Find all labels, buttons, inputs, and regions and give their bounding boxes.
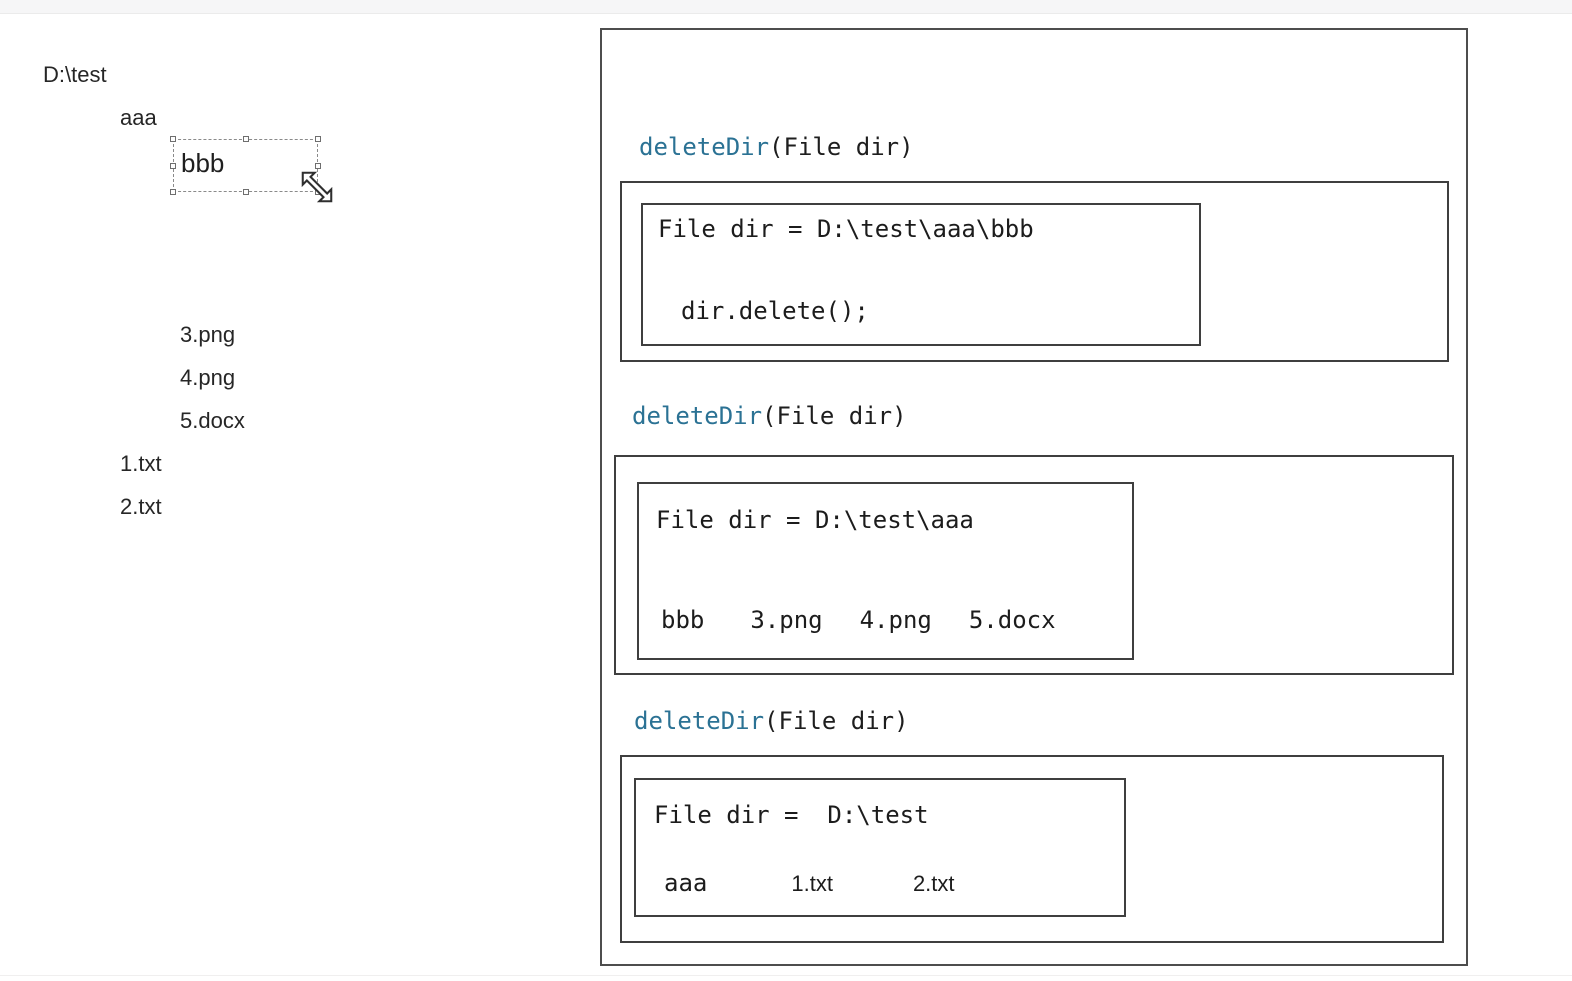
frame3-outer-box[interactable]: File dir = D:\test aaa 1.txt 2.txt [620, 755, 1444, 943]
frame1-function-args: (File dir) [769, 133, 914, 161]
tree-root-label[interactable]: D:\test [43, 62, 107, 87]
frame1-body-line: dir.delete(); [681, 297, 869, 325]
frame3-function-header: deleteDir(File dir) [634, 707, 909, 735]
selection-handle-top-right[interactable] [315, 136, 321, 142]
frame2-function-args: (File dir) [762, 402, 907, 430]
frame3-body-item: 2.txt [912, 871, 955, 896]
selection-handle-bottom-middle[interactable] [242, 189, 249, 195]
frame2-inner-box[interactable]: File dir = D:\test\aaa bbb 3.png 4.png 5… [637, 482, 1134, 660]
frame2-body-item: 4.png [859, 606, 932, 634]
frame1-body-item: dir.delete(); [681, 297, 869, 325]
frame3-var-line: File dir = D:\test [654, 801, 929, 829]
frame3-inner-box[interactable]: File dir = D:\test aaa 1.txt 2.txt [634, 778, 1126, 917]
tree-folder-aaa[interactable]: aaa [120, 105, 157, 130]
call-stack-panel: deleteDir(File dir) File dir = D:\test\a… [600, 28, 1468, 966]
frame1-function-name: deleteDir [639, 133, 770, 161]
frame2-body-item: bbb [661, 606, 705, 634]
selection-box-bbb[interactable]: bbb [170, 136, 333, 203]
frame2-outer-box[interactable]: File dir = D:\test\aaa bbb 3.png 4.png 5… [614, 455, 1454, 675]
frame3-body-item: aaa [664, 869, 708, 897]
frame2-body-line: bbb 3.png 4.png 5.docx [661, 606, 1056, 634]
frame2-var-line: File dir = D:\test\aaa [656, 506, 974, 534]
selection-handle-top-left[interactable] [170, 136, 176, 142]
selection-handle-middle-left[interactable] [170, 162, 176, 169]
frame1-outer-box[interactable]: File dir = D:\test\aaa\bbb dir.delete(); [620, 181, 1449, 362]
selection-handle-middle-right[interactable] [315, 162, 321, 169]
frame2-body-item: 3.png [750, 606, 823, 634]
frame3-body-line: aaa 1.txt 2.txt [664, 869, 955, 898]
selection-handle-top-middle[interactable] [242, 136, 249, 142]
tree-file-3png[interactable]: 3.png [180, 322, 236, 347]
frame3-body-item: 1.txt [791, 871, 833, 896]
frame2-function-name: deleteDir [632, 402, 763, 430]
frame1-var-line: File dir = D:\test\aaa\bbb [658, 215, 1034, 243]
tree-file-5docx[interactable]: 5.docx [180, 408, 245, 433]
frame1-inner-box[interactable]: File dir = D:\test\aaa\bbb dir.delete(); [641, 203, 1201, 346]
frame2-function-header: deleteDir(File dir) [632, 402, 907, 430]
resize-diagonal-cursor-icon [301, 171, 333, 203]
frame2-body-item: 5.docx [968, 606, 1056, 634]
frame3-function-name: deleteDir [634, 707, 765, 735]
tree-file-4png[interactable]: 4.png [180, 365, 236, 390]
frame1-function-header: deleteDir(File dir) [639, 133, 914, 161]
selection-handle-bottom-left[interactable] [170, 189, 176, 195]
bottom-divider [0, 975, 1572, 976]
top-bar [0, 0, 1572, 14]
tree-file-2txt[interactable]: 2.txt [120, 494, 162, 519]
frame3-function-args: (File dir) [764, 707, 909, 735]
tree-file-1txt[interactable]: 1.txt [120, 451, 162, 476]
tree-folder-bbb[interactable]: bbb [181, 148, 225, 178]
